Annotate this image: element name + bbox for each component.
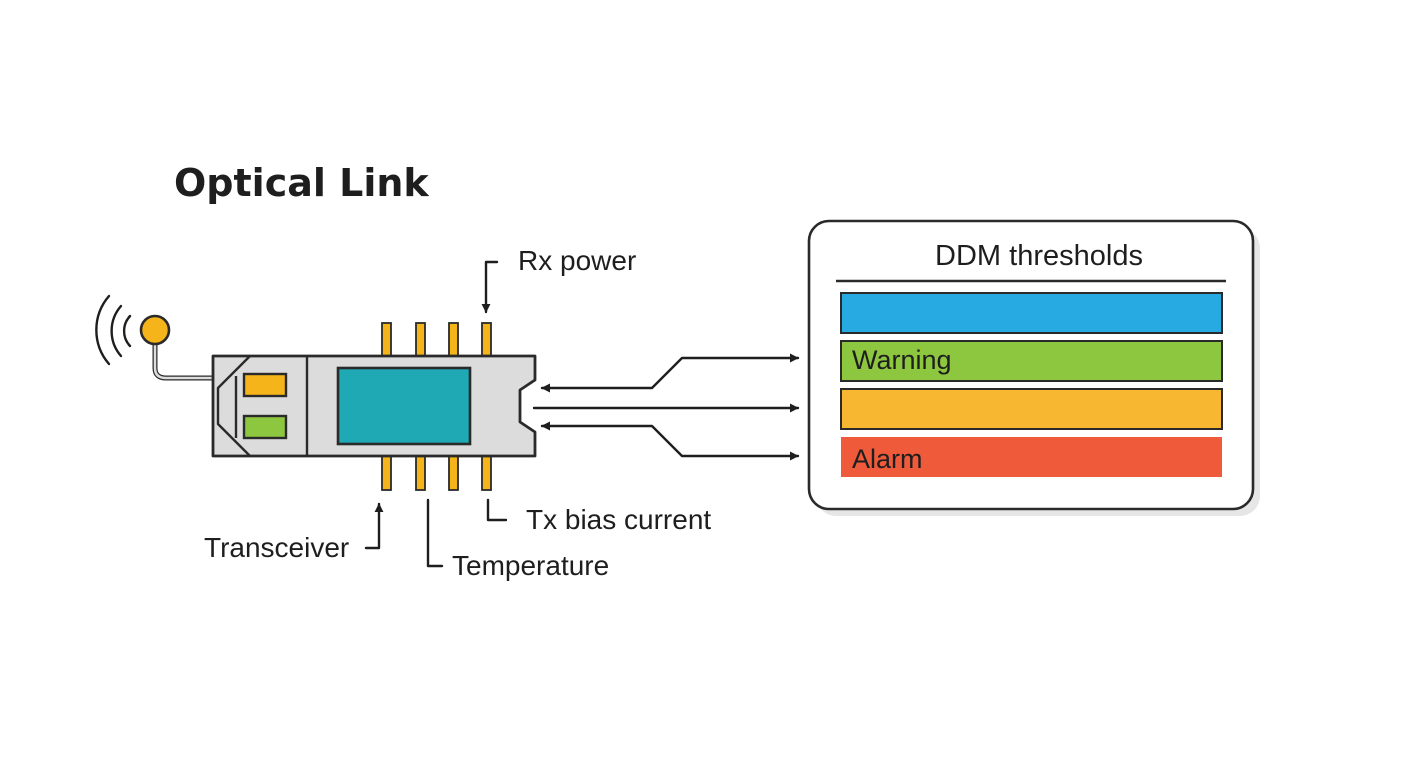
- threshold-label-warning: Warning: [852, 345, 952, 375]
- threshold-label-alarm: Alarm: [852, 444, 923, 474]
- label-temperature: Temperature: [452, 550, 609, 581]
- pin-top-1: [381, 322, 392, 358]
- link-arrows: [532, 353, 800, 461]
- pin-top-2: [415, 322, 426, 358]
- transceiver-module: [211, 354, 537, 458]
- panel-title: DDM thresholds: [935, 240, 1143, 272]
- label-transceiver: Transceiver: [204, 532, 349, 563]
- threshold-bar-alarm: [841, 437, 1222, 477]
- arrow-icon: [364, 502, 384, 550]
- threshold-bar-3: [840, 388, 1223, 430]
- ddm-thresholds-panel: DDM thresholds Warning Alarm: [807, 219, 1260, 516]
- port-top: [242, 372, 288, 398]
- port-bottom: [242, 414, 288, 440]
- threshold-bar-warning: [840, 340, 1223, 382]
- antenna-signal-icon: [95, 294, 215, 381]
- antenna-dot: [139, 314, 171, 346]
- leader-temperature: [426, 498, 444, 568]
- label-rx-power: Rx power: [518, 245, 636, 276]
- pin-bottom-2: [415, 455, 426, 491]
- arrow-icon: [540, 421, 800, 461]
- pin-bottom-1: [381, 455, 392, 491]
- diagram-title: Optical Link: [174, 161, 429, 205]
- pin-bottom-3: [448, 455, 459, 491]
- pin-top-4: [481, 322, 492, 358]
- transceiver-chip: [336, 366, 472, 446]
- pin-top-3: [448, 322, 459, 358]
- arrow-icon: [481, 260, 499, 314]
- arrow-icon: [540, 353, 800, 393]
- leader-tx-bias: [486, 498, 508, 522]
- pin-bottom-4: [481, 455, 492, 491]
- threshold-bar-1: [840, 292, 1223, 334]
- label-tx-bias-current: Tx bias current: [526, 504, 711, 535]
